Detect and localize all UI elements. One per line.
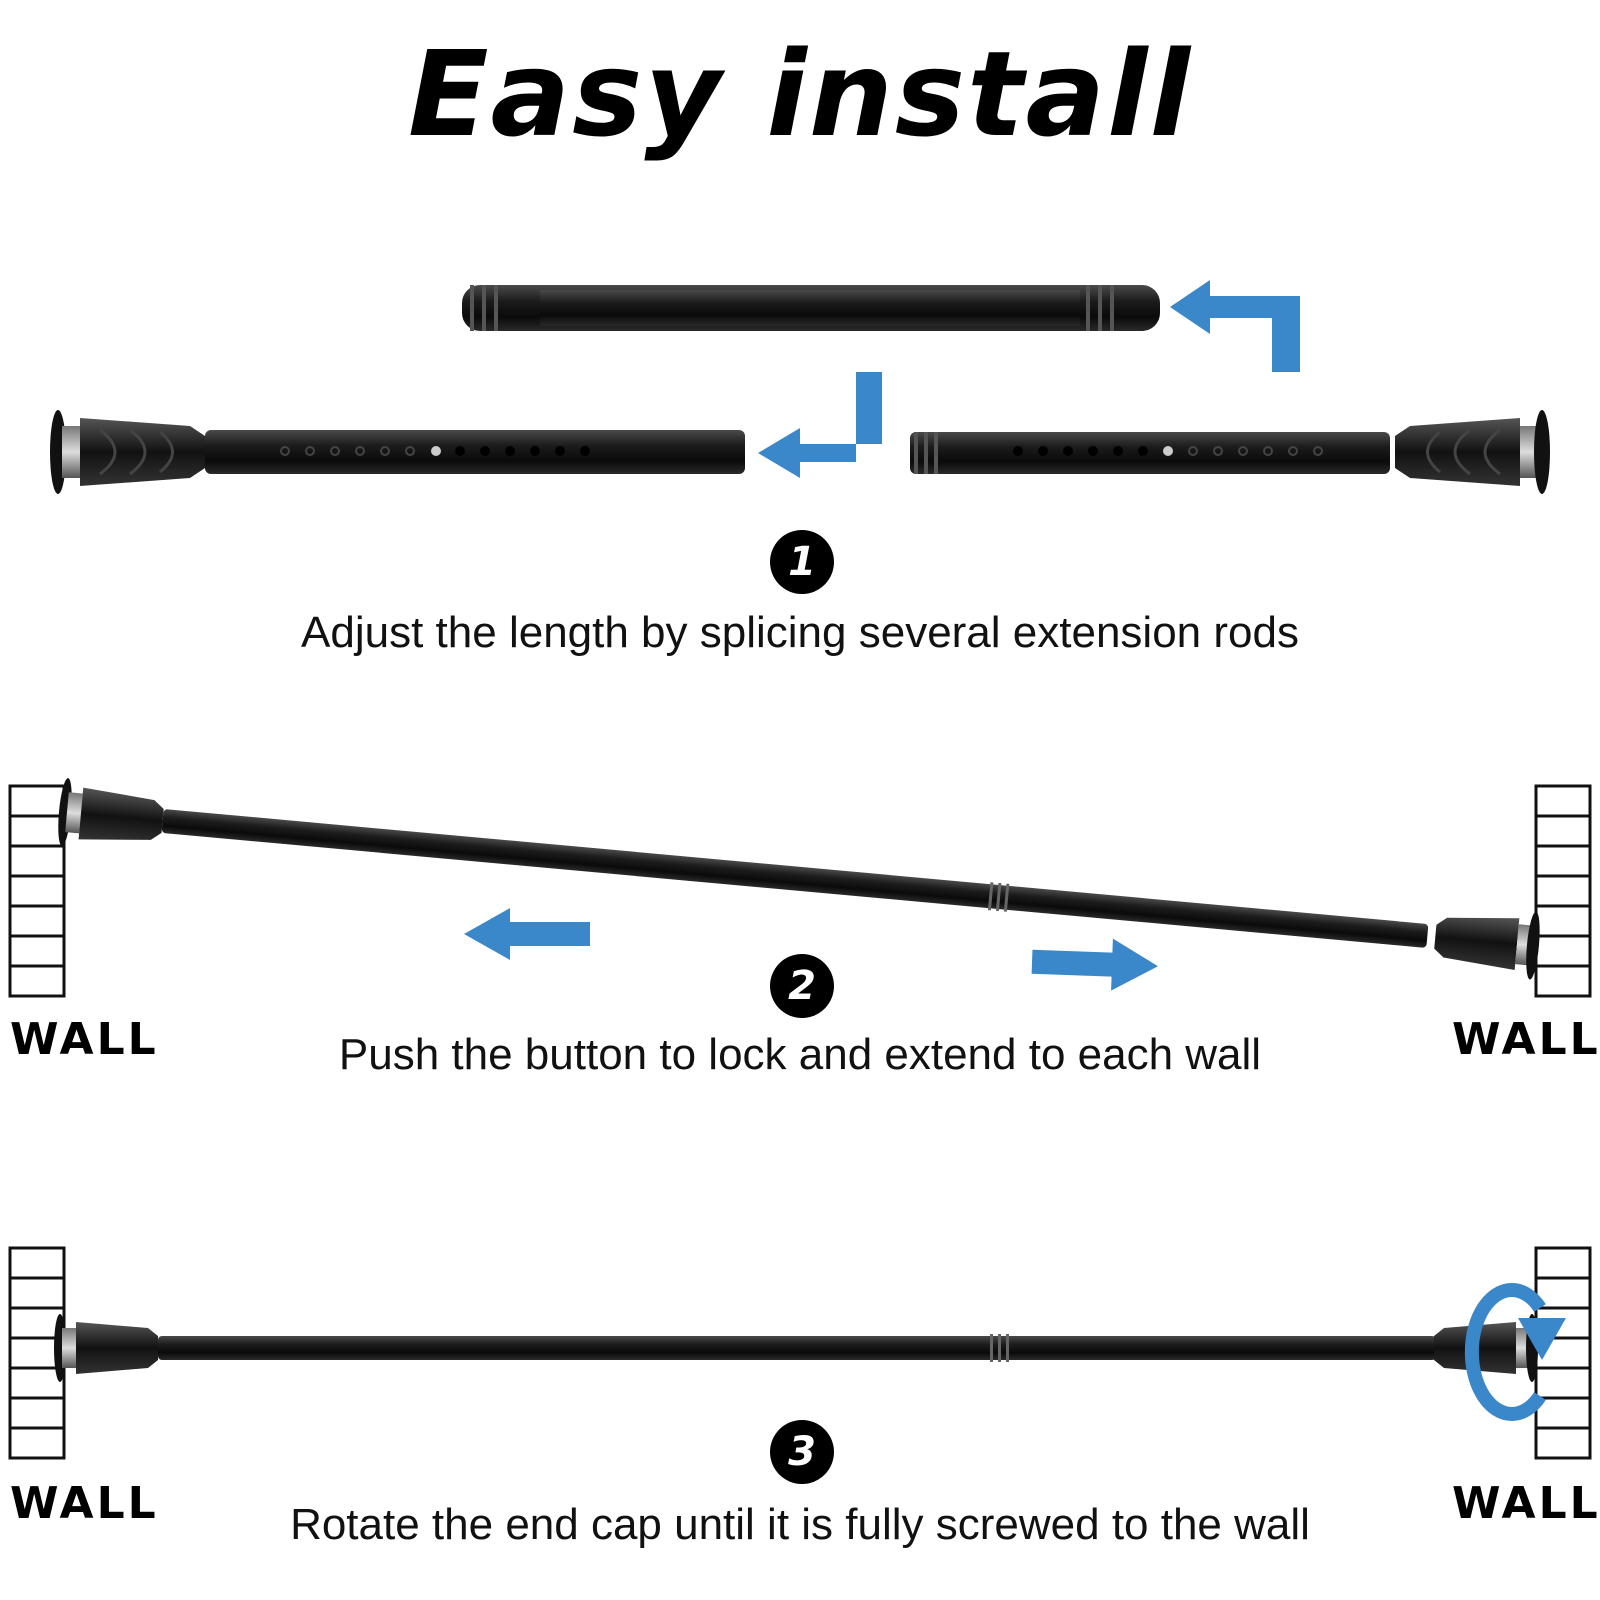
step-1-caption: Adjust the length by splicing several ex… <box>301 608 1299 657</box>
wall-icon <box>8 784 66 998</box>
extension-rod <box>462 285 1160 331</box>
arrow-right-icon <box>1031 938 1158 991</box>
wall-label-left: WALL <box>10 1014 159 1065</box>
wall-label-left: WALL <box>10 1478 159 1529</box>
wall-label-right: WALL <box>1452 1478 1600 1529</box>
rotate-arrow-icon <box>1464 1283 1566 1421</box>
step-number-1: 1 <box>770 530 834 594</box>
step-2-caption: Push the button to lock and extend to ea… <box>338 1030 1262 1079</box>
extended-rod <box>58 778 1540 980</box>
step-number-3: 3 <box>770 1420 834 1484</box>
left-rod-section <box>50 410 745 494</box>
page-title: Easy install <box>407 25 1193 163</box>
arrow-left-icon <box>1170 280 1300 372</box>
wall-label-right: WALL <box>1452 1014 1600 1065</box>
installed-rod <box>54 1314 1538 1382</box>
right-rod-section <box>910 410 1550 494</box>
arrow-left-icon <box>464 908 590 960</box>
arrow-left-icon <box>758 372 882 478</box>
step-number-2: 2 <box>770 954 834 1018</box>
step-3-caption: Rotate the end cap until it is fully scr… <box>290 1500 1310 1549</box>
wall-icon <box>1534 784 1592 998</box>
